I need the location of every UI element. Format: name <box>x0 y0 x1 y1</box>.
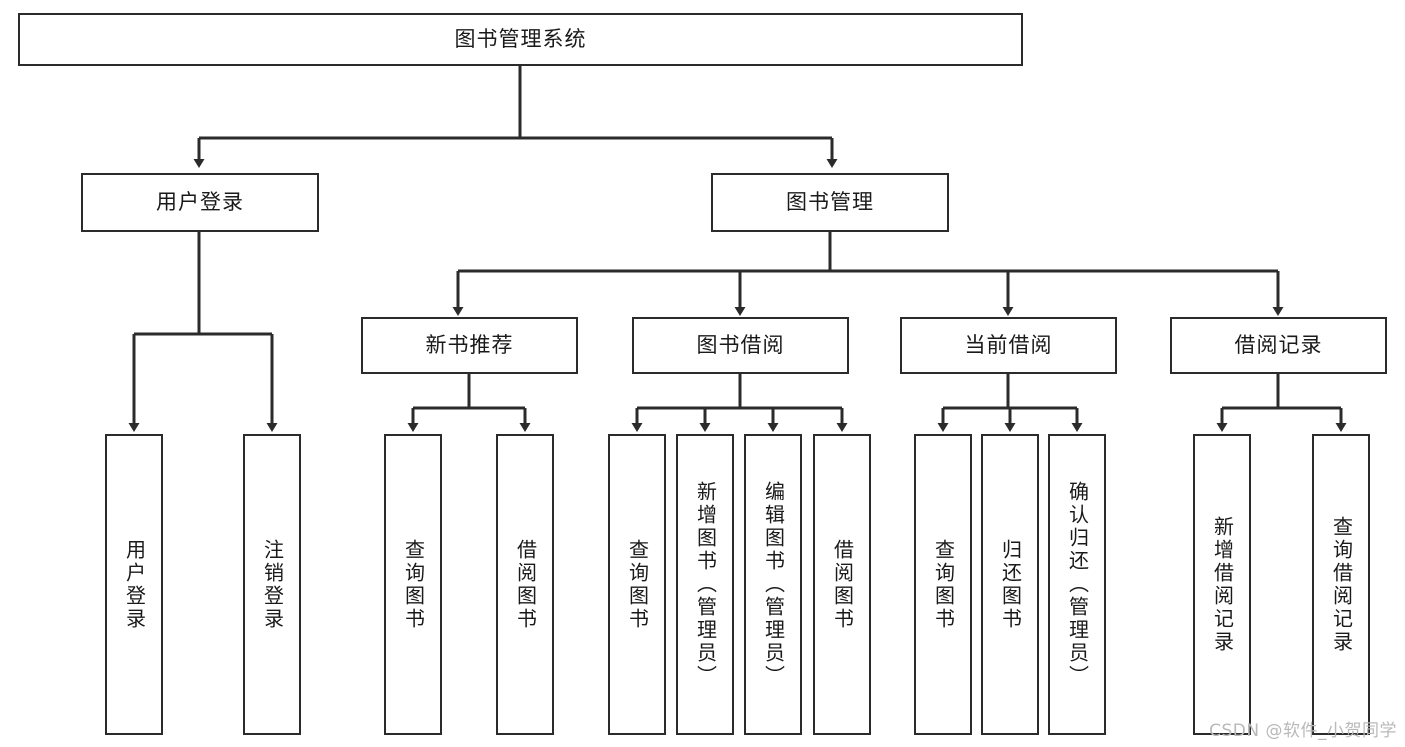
node-root-system[interactable]: 图书管理系统 <box>18 13 1023 66</box>
node-current-borrow[interactable]: 当前借阅 <box>900 317 1117 374</box>
node-label: 当前借阅 <box>964 332 1053 357</box>
node-label: 新增图书（管理员） <box>693 481 718 688</box>
node-user-login[interactable]: 用户登录 <box>81 173 319 232</box>
leaf-query-book-recommend[interactable]: 查询图书 <box>384 434 442 735</box>
leaf-confirm-return-admin[interactable]: 确认归还（管理员） <box>1048 434 1106 735</box>
leaf-user-logout[interactable]: 注销登录 <box>243 434 301 735</box>
leaf-add-book-admin[interactable]: 新增图书（管理员） <box>676 434 734 735</box>
leaf-edit-book-admin[interactable]: 编辑图书（管理员） <box>744 434 802 735</box>
node-label: 编辑图书（管理员） <box>761 481 786 688</box>
leaf-borrow-book-recommend[interactable]: 借阅图书 <box>496 434 554 735</box>
node-label: 借阅记录 <box>1234 332 1323 357</box>
node-label: 借阅图书 <box>830 538 855 631</box>
node-borrow-record[interactable]: 借阅记录 <box>1170 317 1387 374</box>
node-book-borrow[interactable]: 图书借阅 <box>632 317 849 374</box>
node-label: 确认归还（管理员） <box>1065 481 1090 688</box>
leaf-borrow-book-borrow[interactable]: 借阅图书 <box>813 434 871 735</box>
node-label: 图书管理 <box>786 189 874 214</box>
node-label: 图书管理系统 <box>454 26 587 51</box>
node-label: 用户登录 <box>122 538 147 631</box>
csdn-watermark: CSDN @软件_小贺同学 <box>1209 721 1397 741</box>
leaf-return-book[interactable]: 归还图书 <box>981 434 1039 735</box>
node-label: 查询借阅记录 <box>1329 515 1354 654</box>
node-label: 用户登录 <box>156 189 244 214</box>
node-label: 新书推荐 <box>425 332 514 357</box>
leaf-add-borrow-record[interactable]: 新增借阅记录 <box>1193 434 1251 735</box>
leaf-query-borrow-record[interactable]: 查询借阅记录 <box>1312 434 1370 735</box>
node-label: 查询图书 <box>401 538 426 631</box>
node-label: 查询图书 <box>931 538 956 631</box>
node-label: 归还图书 <box>998 538 1023 631</box>
node-label: 新增借阅记录 <box>1210 515 1235 654</box>
node-new-book-recommend[interactable]: 新书推荐 <box>361 317 578 374</box>
node-label: 注销登录 <box>260 538 285 631</box>
leaf-user-login[interactable]: 用户登录 <box>105 434 163 735</box>
leaf-query-book-borrow[interactable]: 查询图书 <box>608 434 666 735</box>
leaf-query-book-current[interactable]: 查询图书 <box>914 434 972 735</box>
node-book-manage[interactable]: 图书管理 <box>711 173 949 232</box>
node-label: 借阅图书 <box>513 538 538 631</box>
node-label: 图书借阅 <box>696 332 785 357</box>
node-label: 查询图书 <box>625 538 650 631</box>
